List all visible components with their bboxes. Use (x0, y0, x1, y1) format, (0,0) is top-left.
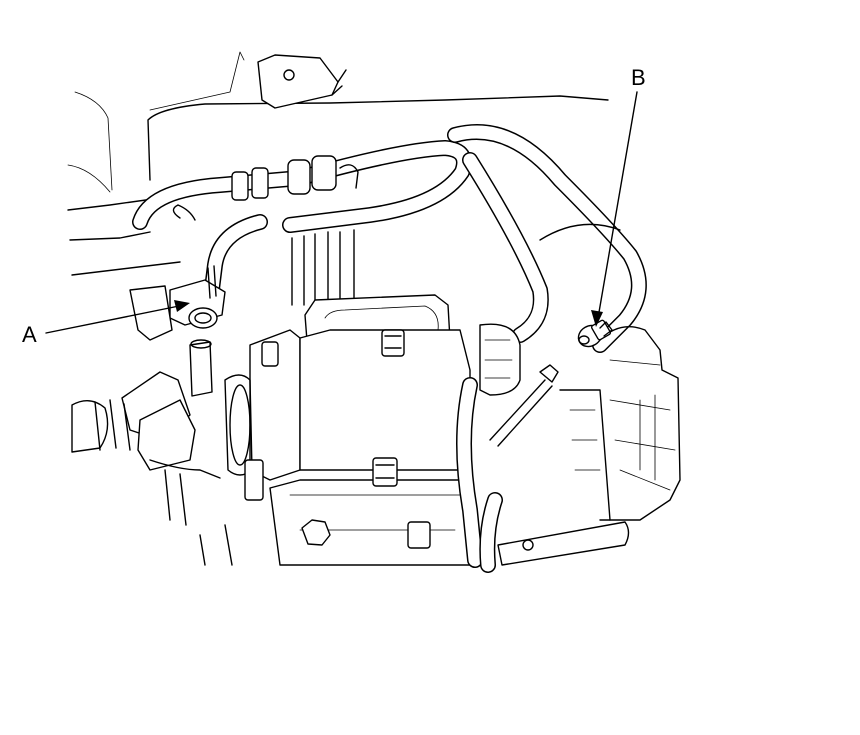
right-side-components (539, 223, 681, 521)
callout-a: A (22, 300, 190, 347)
heater-hose-right (447, 124, 647, 353)
heater-hose-left-down (172, 204, 268, 313)
hose-clamp-a (129, 265, 226, 341)
callout-label-b: B (631, 65, 646, 90)
upper-body-panel (67, 51, 609, 276)
lower-pipes (199, 364, 630, 573)
mounting-bracket (257, 54, 347, 109)
coolant-pipes (291, 229, 355, 306)
bolts (244, 329, 431, 549)
left-connector-assembly (71, 339, 221, 526)
callout-label-a: A (22, 322, 37, 347)
leader-line-a (45, 304, 185, 334)
leader-line-b (597, 91, 638, 319)
callout-b: B (591, 65, 646, 327)
hose-coupling (231, 155, 359, 201)
heater-hose-upper (132, 140, 472, 233)
arrowhead-a (174, 300, 190, 312)
arrowhead-b (591, 310, 603, 327)
